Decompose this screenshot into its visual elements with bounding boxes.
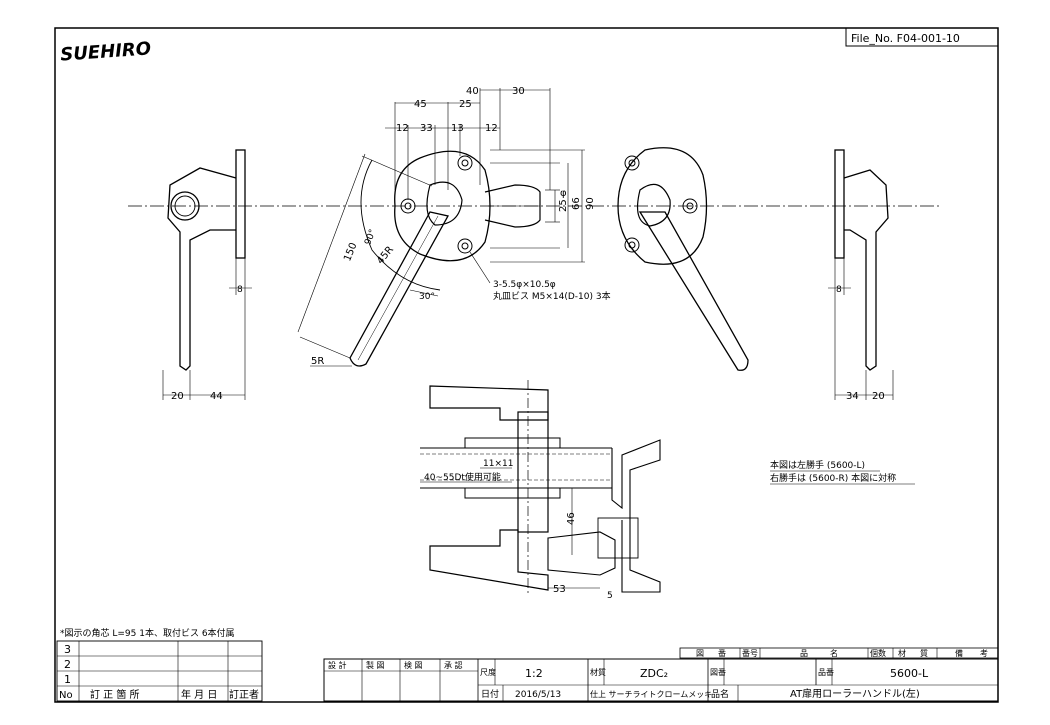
col-qty: 個数	[870, 648, 886, 658]
dim-40: 40	[466, 86, 479, 97]
product-name: AT扉用ローラーハンドル(左)	[790, 687, 920, 700]
dim-90: 90	[585, 197, 596, 210]
material-label: 材質	[590, 667, 606, 677]
file-no-box	[845, 27, 999, 47]
col-mei: 名	[830, 648, 838, 658]
dim-45r: 45R	[375, 244, 396, 266]
right-side-view: 8 34 20	[828, 149, 894, 402]
logo-text: SUEHIRO	[60, 38, 152, 65]
rev-row-3: 3	[64, 643, 71, 656]
logo: SUEHIRO	[60, 38, 152, 65]
rev-row-1: 1	[64, 673, 71, 686]
approval-draw: 製 図	[366, 660, 385, 670]
name-label: 品名	[711, 688, 729, 700]
accessory-note: *図示の角芯 L=95 1本、取付ビス 6本付属	[60, 627, 235, 639]
dim-30-deg: 30°	[419, 292, 435, 302]
dim-25-phi: 25	[558, 199, 569, 212]
dim-12b: 12	[485, 123, 498, 134]
date-label: 日付	[481, 689, 499, 700]
revision-table: 3 2 1 No 訂 正 箇 所 年 月 日 訂正者	[56, 640, 263, 702]
dim-12a: 12	[396, 123, 409, 134]
col-kou: 考	[980, 649, 988, 658]
col-bangou: 番号	[742, 648, 758, 658]
dim-5r: 5R	[311, 356, 324, 367]
dim-left-8: 8	[237, 285, 243, 295]
rev-head-no: No	[59, 690, 73, 701]
dim-33: 33	[420, 123, 433, 134]
approval-check: 検 図	[404, 660, 423, 670]
rev-head-date: 年 月 日	[181, 688, 217, 701]
col-hin: 品	[800, 649, 808, 658]
col-zu: 図	[696, 649, 704, 658]
dim-right-20: 20	[872, 391, 885, 402]
dim-right-8: 8	[836, 285, 842, 295]
hole-note-2: 丸皿ビス M5×14(D-10) 3本	[493, 290, 611, 302]
material-value: ZDC₂	[640, 667, 668, 680]
hand-note-1: 本図は左勝手 (5600-L)	[770, 459, 865, 471]
dim-left-20: 20	[171, 391, 184, 402]
sec-46: 46	[566, 512, 577, 525]
sec-5: 5	[607, 591, 613, 601]
sec-53: 53	[553, 584, 566, 595]
product-no-label: 品番	[818, 667, 834, 677]
left-side-view: 8 20 44	[162, 149, 252, 402]
finish-value: 仕上 サーチライトクロームメッキ	[590, 689, 712, 699]
front-view: 40 30 45 25 12 33 13 12 25 φ 66 90 150	[297, 86, 611, 367]
rev-head-location: 訂 正 箇 所	[90, 688, 140, 701]
scale-label: 尺度	[480, 667, 496, 677]
sec-door-thickness: 40~55Dt使用可能	[424, 471, 501, 483]
hole-note-1: 3-5.5φ×10.5φ	[493, 280, 556, 290]
title-block: 図 番 番号 品 名 個数 材 質 備 考 設 計 製 図 検 図 承 認 尺度…	[323, 647, 999, 702]
sheet-border	[54, 27, 999, 703]
col-bi: 備	[955, 648, 963, 658]
dim-right-34: 34	[846, 391, 859, 402]
product-no-value: 5600-L	[890, 667, 929, 680]
hand-note-2: 右勝手は (5600-R) 本図に対称	[770, 472, 896, 484]
approval-approve: 承 認	[444, 660, 463, 670]
dim-13: 13	[451, 123, 464, 134]
drawing-no-label: 図番	[710, 667, 726, 677]
dim-45: 45	[414, 99, 427, 110]
file-number: File_No. F04-001-10	[851, 32, 960, 45]
rev-row-2: 2	[64, 658, 71, 671]
dim-left-44: 44	[210, 391, 223, 402]
col-zai: 材	[898, 648, 906, 658]
dim-150: 150	[342, 241, 359, 263]
dim-30: 30	[512, 86, 525, 97]
approval-design: 設 計	[328, 660, 347, 670]
scale-value: 1:2	[525, 667, 543, 680]
dim-66: 66	[571, 197, 582, 210]
section-view: 11×11 40~55Dt使用可能 46 53 5	[420, 380, 661, 601]
col-shitsu: 質	[920, 648, 928, 658]
col-ban: 番	[718, 648, 726, 658]
dim-25: 25	[459, 99, 472, 110]
rear-view	[617, 147, 749, 371]
sec-11x11: 11×11	[483, 459, 513, 469]
date-value: 2016/5/13	[515, 690, 561, 700]
rev-head-editor: 訂正者	[229, 688, 259, 701]
dim-phi: φ	[560, 188, 567, 199]
